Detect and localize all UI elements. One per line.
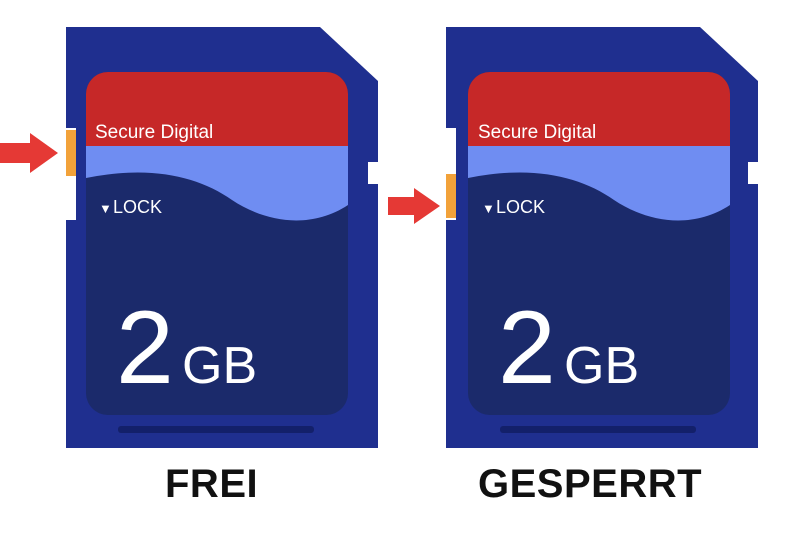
- arrow-icon: [0, 133, 58, 173]
- lock-text: LOCK: [496, 197, 545, 217]
- card-side-notch: [368, 162, 378, 184]
- sd-card-right: Secure Digital ▼ LOCK 2 GB: [388, 27, 758, 448]
- state-label-locked: GESPERRT: [478, 462, 703, 506]
- card-bottom-slot: [500, 426, 696, 433]
- label-red-band: [468, 72, 730, 146]
- arrow-icon: [388, 188, 440, 224]
- capacity-number: 2: [498, 290, 556, 406]
- lock-switch: [66, 130, 76, 176]
- card-brand-text: Secure Digital: [95, 122, 213, 143]
- lock-text: LOCK: [113, 197, 162, 217]
- label-wave: [468, 146, 730, 221]
- label-red-band: [86, 72, 348, 146]
- lock-switch: [446, 174, 456, 218]
- lock-triangle-icon: ▼: [482, 201, 495, 216]
- capacity-unit: GB: [564, 337, 639, 395]
- lock-triangle-icon: ▼: [99, 201, 112, 216]
- card-bottom-slot: [118, 426, 314, 433]
- state-label-free: FREI: [165, 462, 259, 506]
- card-brand-text: Secure Digital: [478, 122, 596, 143]
- sd-card-left: Secure Digital ▼ LOCK 2 GB: [0, 27, 378, 448]
- card-side-notch: [748, 162, 758, 184]
- label-wave: [86, 146, 348, 221]
- capacity-number: 2: [116, 290, 174, 406]
- capacity-unit: GB: [182, 337, 257, 395]
